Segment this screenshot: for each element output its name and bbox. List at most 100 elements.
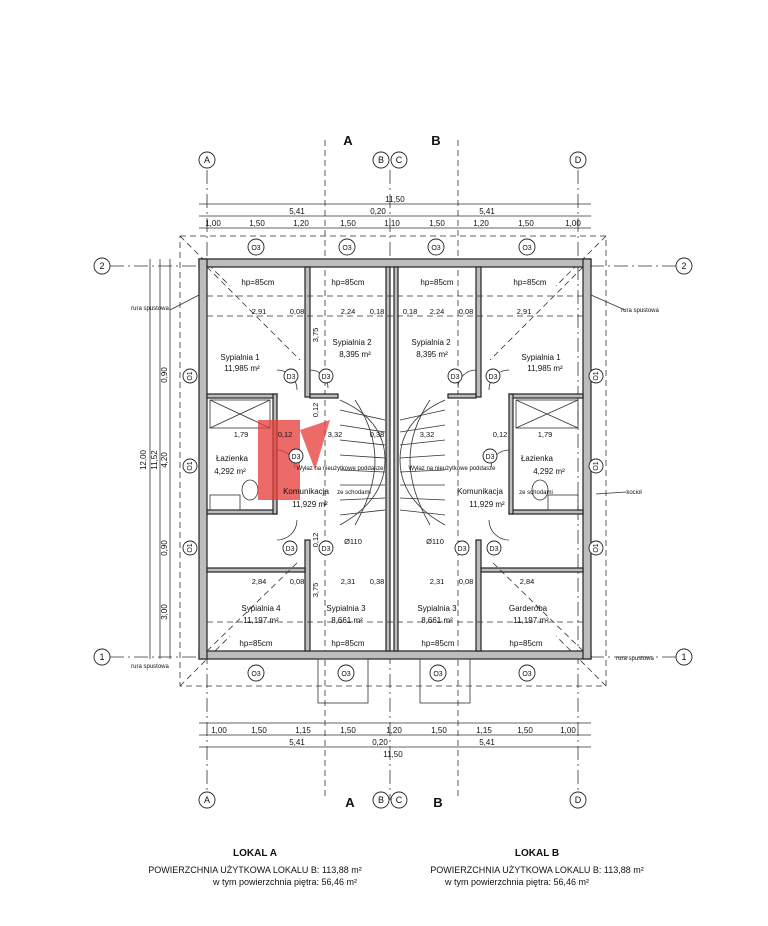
interior-dim: 2,84 [520,577,535,586]
interior-dim: 2,31 [341,577,356,586]
interior-dim: 0,12 [493,430,508,439]
hp-label: hp=85cm [509,639,542,648]
door-tag: D3 [286,546,295,553]
door-tag: D3 [489,374,498,381]
room-area: 11,985 m² [527,364,563,373]
shower-left [209,399,271,429]
door-tag: D3 [486,454,495,461]
stairs-left [339,399,386,526]
dim-top-middle: 0,20 [370,207,386,216]
hp-label: hp=85cm [513,278,546,287]
dim-bottom-seg: 1,50 [431,726,447,735]
door-tag: D3 [458,546,467,553]
room-area: 4,292 m² [214,467,246,476]
window-tag: O3 [342,245,351,252]
grid-bubble-b-bottom [372,791,390,809]
grid-bubble-1-right [675,648,693,666]
dim-bottom-half-right: 5,41 [479,738,495,747]
interior-dim: 0,08 [290,577,305,586]
dim-top-half-right: 5,41 [479,207,495,216]
shower-right [515,399,579,429]
interior-dim: 3,75 [311,583,320,598]
downpipe-note: rura spustowa [616,656,654,662]
hp-label: hp=85cm [421,639,454,648]
room-sypialnia-1-b: Sypialnia 1 [521,353,561,362]
room-area: 11,929 m² [292,500,328,509]
dim-left-seg-d: 3,00 [160,604,169,620]
downpipe-note: rura spustowa [621,308,659,314]
door-tag: D3 [322,374,331,381]
door-tag: D3 [490,546,499,553]
interior-dim: 0,38 [370,577,385,586]
boiler-note: kocioł [626,490,642,496]
downpipe-note: rura spustowa [131,306,169,312]
footer-lokal-a: LOKAL A POWIERZCHNIA UŻYTKOWA LOKALU B: … [130,848,380,888]
dim-left-seg-b: 4,20 [160,452,169,468]
dim-top-half-left: 5,41 [289,207,305,216]
room-sypialnia-2-a: Sypialnia 2 [332,338,372,347]
toilet-left [241,479,259,501]
interior-dim: 3,75 [311,328,320,343]
grid-label-d-bottom: D [575,795,582,805]
pipe-dim: Ø110 [426,537,444,546]
side-window-tag: O1 [187,543,194,552]
grid-bubble-2-right [675,257,693,275]
door-tag: D3 [292,454,301,461]
door-tag: D3 [287,374,296,381]
window-tag: O3 [341,671,350,678]
lokal-b-floor: w tym powierzchnia piętra: 56,46 m² [444,877,590,887]
dim-top-seg: 1,50 [249,219,265,228]
grid-bubble-2-left [93,257,111,275]
window-tags [247,238,536,682]
grid-label-2-left: 2 [99,261,104,271]
interior-dim: 0,18 [403,307,418,316]
lokal-b-area: POWIERZCHNIA UŻYTKOWA LOKALU B: 113,88 m… [430,865,644,875]
room-area: 11,197 m² [243,616,279,625]
section-label-a-top: A [343,133,353,148]
dim-bottom-seg: 1,50 [251,726,267,735]
room-komunikacja-b: Komunikacja [457,487,503,496]
dim-bottom-seg: 1,00 [211,726,227,735]
footer-lokal-b: LOKAL B POWIERZCHNIA UŻYTKOWA LOKALU B: … [412,848,662,888]
side-window-tag: O1 [593,461,600,470]
pipe-dim: Ø110 [344,537,362,546]
grid-label-a-top: A [204,155,210,165]
interior-dim: 0,38 [370,430,385,439]
room-area: 11,929 m² [469,500,505,509]
interior-dim: 3,32 [420,430,435,439]
toilet-right [531,479,549,501]
room-area: 8,395 m² [416,350,448,359]
grid-label-d-top: D [575,155,582,165]
dim-top-seg: 1,50 [429,219,445,228]
room-area: 8,661 m² [421,616,453,625]
dim-bottom-half-left: 5,41 [289,738,305,747]
grid-bubble-a-bottom [198,791,216,809]
interior-dim: 0,18 [370,307,385,316]
side-window-tag: O1 [593,543,600,552]
room-lazienka-a: Łazienka [216,454,249,463]
side-window-tag: O1 [187,461,194,470]
grid-label-1-left: 1 [99,652,104,662]
section-label-b-top: B [431,133,440,148]
window-tag: O3 [522,245,531,252]
grid-bubble-c-bottom [390,791,408,809]
watermark-logo [258,420,330,500]
room-sypialnia-3-b: Sypialnia 3 [417,604,457,613]
dim-top-seg: 1,00 [205,219,221,228]
dim-left-outer: 12,00 [139,449,148,470]
dim-bottom-middle: 0,20 [372,738,388,747]
room-sypialnia-4: Sypialnia 4 [241,604,281,613]
dim-top-seg: 1,10 [384,219,400,228]
room-area: 11,985 m² [224,364,260,373]
room-sypialnia-3-a: Sypialnia 3 [326,604,366,613]
interior-dim: 2,31 [430,577,445,586]
room-area: 8,395 m² [339,350,371,359]
room-area: 4,292 m² [533,467,565,476]
interior-dim: 2,24 [430,307,445,316]
stairs-note-a: ze schodami [337,490,371,496]
hp-label: hp=85cm [331,278,364,287]
room-area: 11,197 m² [513,616,549,625]
dim-bottom-seg: 1,15 [476,726,492,735]
stairs-note-b: ze schodami [519,490,553,496]
dim-top-seg: 1,50 [340,219,356,228]
